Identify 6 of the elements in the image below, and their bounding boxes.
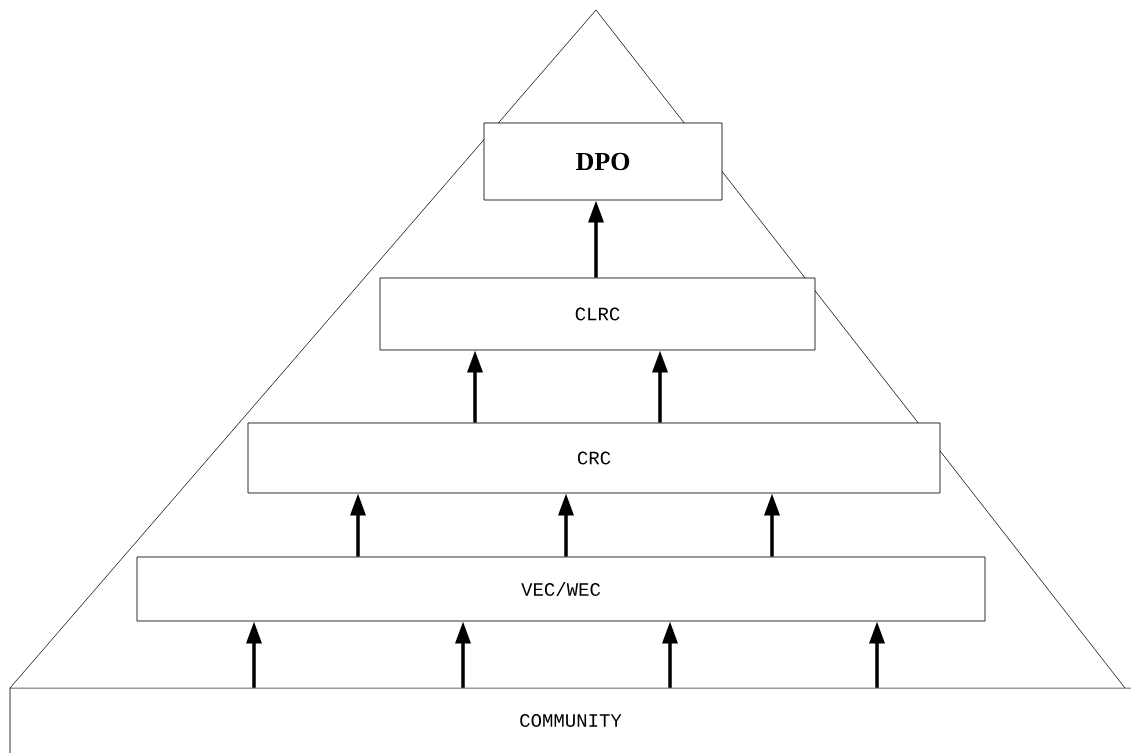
pyramid-outline <box>9 9 1126 689</box>
level-box: CRC <box>247 422 941 494</box>
level-box: VEC/WEC <box>136 556 986 622</box>
top-box: DPO <box>483 122 723 201</box>
base-band: COMMUNITY <box>9 687 1131 753</box>
level-box: CLRC <box>379 277 816 351</box>
